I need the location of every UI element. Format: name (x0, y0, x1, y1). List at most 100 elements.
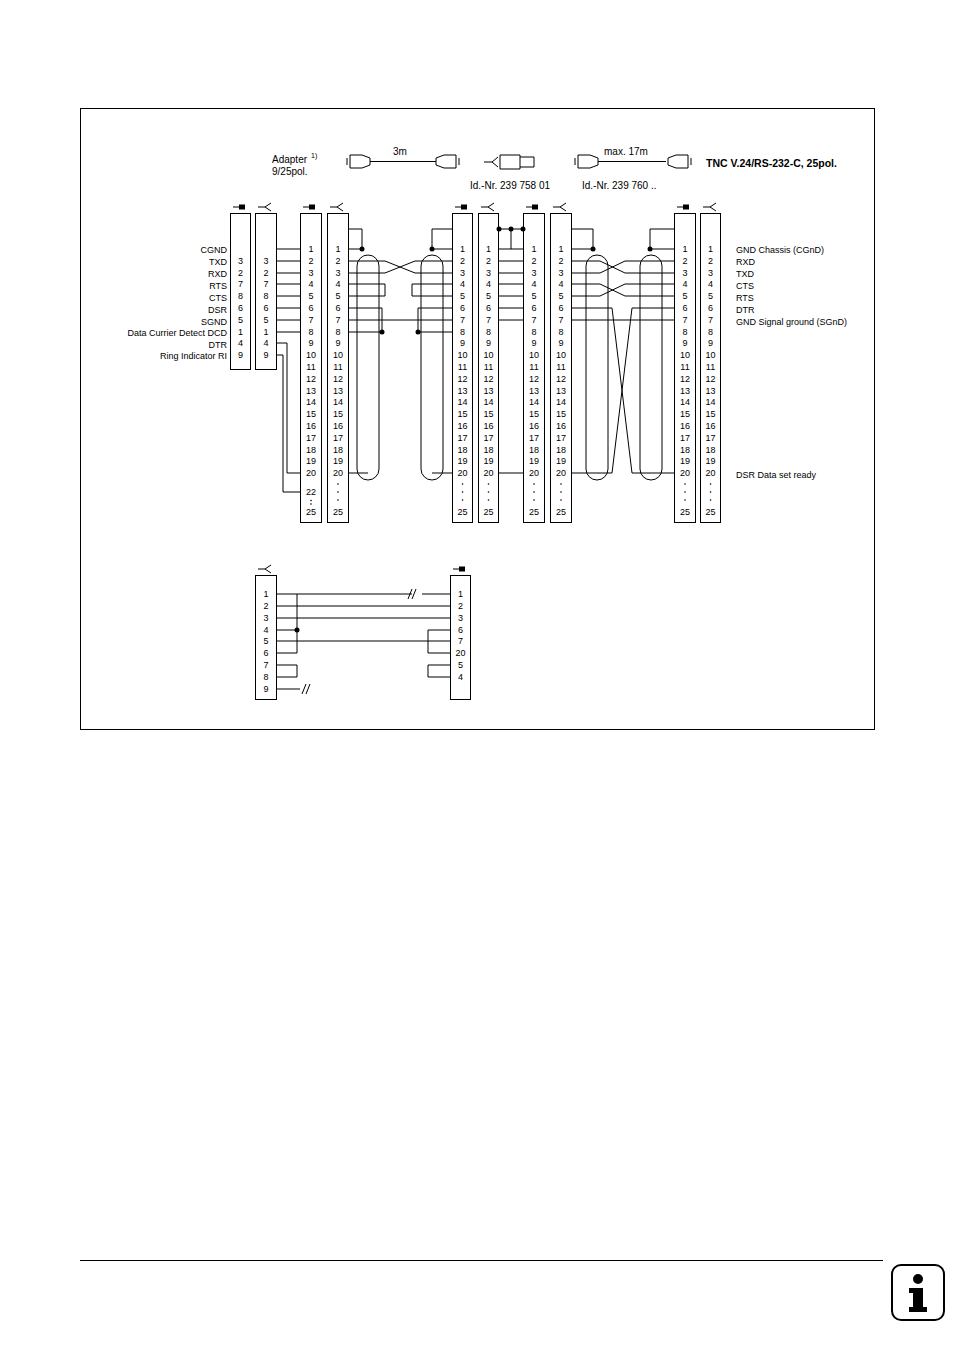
continuation-dot (462, 491, 464, 493)
wire (499, 261, 523, 262)
pin-number: 13 (675, 386, 695, 396)
pin-number: 5 (524, 291, 544, 301)
male-connector-symbol (233, 207, 239, 208)
pin-number: 9 (328, 338, 348, 348)
signal-name: GND Chassis (CGnD) (736, 246, 824, 255)
pin-number: 4 (551, 279, 571, 289)
pin-number: 2 (551, 256, 571, 266)
continuation-dot (488, 483, 490, 485)
pin-number: 1 (701, 244, 720, 254)
pin-number: 13 (479, 386, 498, 396)
break-mark (302, 589, 416, 694)
adapter-label: 9/25pol. (272, 167, 308, 177)
cable-shield (640, 255, 662, 480)
pin-number: 1 (524, 244, 544, 254)
pin-number: 19 (328, 456, 348, 466)
connector-pins: 123672054 (450, 575, 471, 700)
male-connector-symbol (239, 205, 245, 210)
pin-number: 2 (453, 256, 472, 266)
cable-length: 3m (393, 147, 407, 157)
pin-number: 1 (451, 589, 470, 599)
shield-wire (349, 229, 452, 249)
pin-number: 1 (551, 244, 571, 254)
pin-number: 18 (551, 445, 571, 455)
continuation-dot (533, 491, 535, 493)
pin-number: 25 (328, 507, 348, 517)
junction-dot (648, 247, 653, 252)
male-connector-symbol (309, 205, 315, 210)
pin-number: 25 (453, 507, 472, 517)
pin-number: 7 (256, 660, 276, 670)
pin-number: 3 (675, 268, 695, 278)
pin-number: 8 (524, 327, 544, 337)
connector-symbols (233, 203, 716, 573)
pin-number: 9 (256, 684, 276, 694)
male-connector-symbol (455, 207, 461, 208)
continuation-dot (488, 491, 490, 493)
pin-number: 5 (231, 315, 250, 325)
pin-number: 7 (256, 279, 276, 289)
signal-name: DSR Data set ready (736, 471, 816, 480)
continuation-dot (533, 499, 535, 501)
continuation-dot (710, 499, 712, 501)
pin-number: 17 (701, 433, 720, 443)
pin-number: 17 (479, 433, 498, 443)
continuation-dot (560, 491, 562, 493)
pin-number: 3 (328, 268, 348, 278)
pin-number: 2 (675, 256, 695, 266)
pin-number: 15 (524, 409, 544, 419)
pin-number: 14 (301, 397, 321, 407)
pin-number: 16 (551, 421, 571, 431)
pin-number: 3 (524, 268, 544, 278)
pin-number: 3 (256, 256, 276, 266)
pin-number: 8 (701, 327, 720, 337)
pin-number: 20 (453, 468, 472, 478)
continuation-dot (310, 500, 312, 502)
pin-number: 5 (451, 660, 470, 670)
pin-number: 2 (479, 256, 498, 266)
pin-number: 7 (231, 279, 250, 289)
pin-number: 12 (701, 374, 720, 384)
continuation-dot (560, 499, 562, 501)
pin-number: 4 (256, 625, 276, 635)
pin-number: 3 (453, 268, 472, 278)
pin-number: 20 (328, 468, 348, 478)
pin-number: 17 (675, 433, 695, 443)
wire (277, 594, 450, 689)
continuation-dot (710, 483, 712, 485)
connector-pins: 123456789101112131415161718192025 (523, 213, 545, 523)
pin-number: 12 (551, 374, 571, 384)
pin-number: 8 (675, 327, 695, 337)
pin-number: 2 (231, 268, 250, 278)
continuation-dot (462, 483, 464, 485)
wire (277, 249, 300, 492)
pin-number: 11 (675, 362, 695, 372)
pin-number: 19 (301, 456, 321, 466)
wire (349, 320, 452, 321)
wire (499, 229, 523, 473)
signal-name: GND Signal ground (SGnD) (736, 318, 847, 327)
signal-name: RTS (209, 282, 227, 291)
pin-number: 18 (453, 445, 472, 455)
junction-dot (295, 628, 300, 633)
pin-number: 16 (453, 421, 472, 431)
male-connector-symbol (453, 569, 459, 570)
pin-number: 20 (551, 468, 571, 478)
pin-number: 14 (479, 397, 498, 407)
pin-number: 1 (256, 327, 276, 337)
pin-number: 7 (479, 315, 498, 325)
interface-title: TNC V.24/RS-232-C, 25pol. (706, 158, 837, 169)
continuation-dot (710, 491, 712, 493)
male-connector-symbol (677, 207, 683, 208)
signal-name: TXD (736, 270, 754, 279)
pin-number: 15 (675, 409, 695, 419)
pin-number: 3 (451, 613, 470, 623)
cable-shield (421, 255, 443, 480)
cable-shield (357, 255, 379, 480)
pin-number: 15 (551, 409, 571, 419)
female-connector-symbol (330, 203, 343, 211)
pin-number: 17 (453, 433, 472, 443)
connector-pins: 123456789101112131415161718192025 (550, 213, 572, 523)
